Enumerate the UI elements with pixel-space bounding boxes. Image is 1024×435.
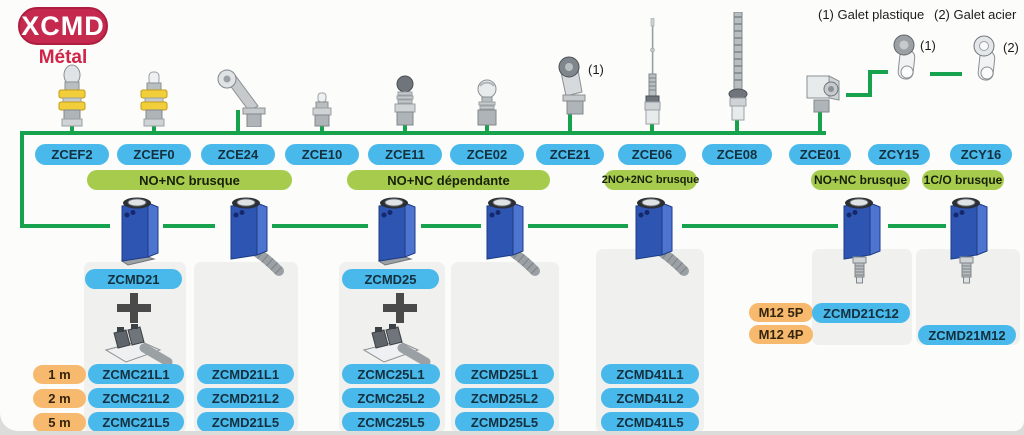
accessory-dash-line [930, 72, 962, 76]
head-stub-line [735, 112, 739, 133]
range-subtitle: Métal [38, 47, 88, 68]
head-ref-zce08: ZCE08 [702, 144, 772, 165]
head-ref-zcy15: ZCY15 [868, 144, 930, 165]
legend-plastic-roller: (1) Galet plastique [818, 7, 925, 22]
head-ref-zce10: ZCE10 [285, 144, 359, 165]
accessory-elbow-line [872, 70, 888, 74]
body-open-bottom-icon [377, 197, 416, 266]
head-stub-line [236, 110, 240, 133]
head-roller-material-tag: (1) [588, 62, 604, 77]
head-ref-zcef0: ZCEF0 [117, 144, 191, 165]
tree-left-drop-line [20, 131, 24, 228]
roller-tag-1: (1) [920, 38, 936, 53]
head-dome-plunger-icon [58, 64, 86, 127]
contact-type-bar: 2NO+2NC brusque [602, 170, 699, 190]
plus-icon [117, 293, 151, 323]
body-link-line [163, 224, 215, 228]
head-plunger-icon [140, 71, 168, 127]
cable-length-5m: 5 m [33, 413, 86, 431]
plus-icon [383, 293, 417, 323]
body-link-line [682, 224, 838, 228]
head-ref-zcy16: ZCY16 [950, 144, 1012, 165]
ref-pill: ZCMD41L5 [601, 412, 699, 431]
ref-pill: ZCMD21L1 [197, 364, 294, 384]
contact-type-bar: NO+NC brusque [811, 170, 910, 190]
body-cable-icon [635, 197, 689, 276]
head-ref-zcef2: ZCEF2 [35, 144, 109, 165]
ref-pill: ZCMC25L5 [342, 412, 440, 431]
ref-pill: ZCMC21L5 [88, 412, 184, 431]
ref-pill: ZCMC21L1 [88, 364, 184, 384]
head-roller-lever-fork-icon [217, 69, 266, 127]
body-cable-icon [230, 197, 284, 276]
cable-length-2m: 2 m [33, 389, 86, 408]
body-link-line [272, 224, 368, 228]
contact-type-bar: NO+NC brusque [87, 170, 292, 190]
head-ref-zce01: ZCE01 [789, 144, 851, 165]
ref-pill: ZCMD25L2 [455, 388, 554, 408]
body-open-bottom-icon [120, 197, 159, 266]
contact-type-bar: NO+NC dépendante [347, 170, 550, 190]
body-m12-connector-icon [950, 197, 988, 284]
ref-pill: ZCMC21L2 [88, 388, 184, 408]
ref-pill: ZCMD41L2 [601, 388, 699, 408]
ref-pill: ZCMC25L2 [342, 388, 440, 408]
head-ref-zce11: ZCE11 [368, 144, 442, 165]
head-stub-line [568, 112, 572, 133]
head-ref-zce24: ZCE24 [201, 144, 275, 165]
accessory-steel-roller-icon [973, 35, 996, 81]
accessory-elbow-line [868, 70, 872, 97]
connector-size-m12-5p: M12 5P [749, 303, 813, 322]
body-ref-zcmd21: ZCMD21 [85, 269, 182, 289]
ref-pill: ZCMD21L2 [197, 388, 294, 408]
body-link-line [528, 224, 628, 228]
connector-size-m12-4p: M12 4P [749, 325, 813, 344]
head-ref-zce02: ZCE02 [450, 144, 524, 165]
accessory-plastic-roller-icon [893, 34, 916, 80]
accessory-elbow-line [846, 93, 872, 97]
head-spring-plunger-icon [394, 75, 416, 126]
range-badge: XCMD [18, 7, 108, 45]
ref-pill: ZCMD25L1 [455, 364, 554, 384]
contact-type-bar: 1C/O brusque [922, 170, 1004, 190]
ref-pill: ZCMD21L5 [197, 412, 294, 431]
pre-cabled-connector-icon [104, 324, 173, 366]
head-stub-line [818, 112, 822, 133]
body-link-line [421, 224, 481, 228]
head-metal-rod-icon [728, 12, 748, 121]
ref-pill: ZCMD41L1 [601, 364, 699, 384]
body-cable-icon [486, 197, 540, 276]
cable-length-1m: 1 m [33, 365, 86, 384]
ref-zcmd21c12: ZCMD21C12 [812, 303, 910, 323]
ref-zcmd21m12: ZCMD21M12 [918, 325, 1016, 345]
head-side-roller-lever-icon [558, 56, 586, 115]
head-side-rotary-icon [806, 75, 840, 113]
body-ref-zcmd25: ZCMD25 [342, 269, 439, 289]
ref-pill: ZCMC25L1 [342, 364, 440, 384]
tree-left-branch-line [20, 224, 110, 228]
head-roller-plunger-icon [477, 79, 497, 126]
legend-steel-roller: (2) Galet acier [934, 7, 1017, 22]
body-link-line [888, 224, 946, 228]
ref-pill: ZCMD25L5 [455, 412, 554, 431]
roller-tag-2: (2) [1003, 40, 1019, 55]
head-ref-zce06: ZCE06 [618, 144, 686, 165]
tree-main-line [20, 131, 826, 135]
head-ref-zce21: ZCE21 [536, 144, 604, 165]
body-m12-connector-icon [843, 197, 881, 284]
head-cats-whisker-icon [644, 18, 661, 125]
pre-cabled-connector-icon [362, 324, 431, 366]
head-short-plunger-icon [312, 92, 332, 127]
